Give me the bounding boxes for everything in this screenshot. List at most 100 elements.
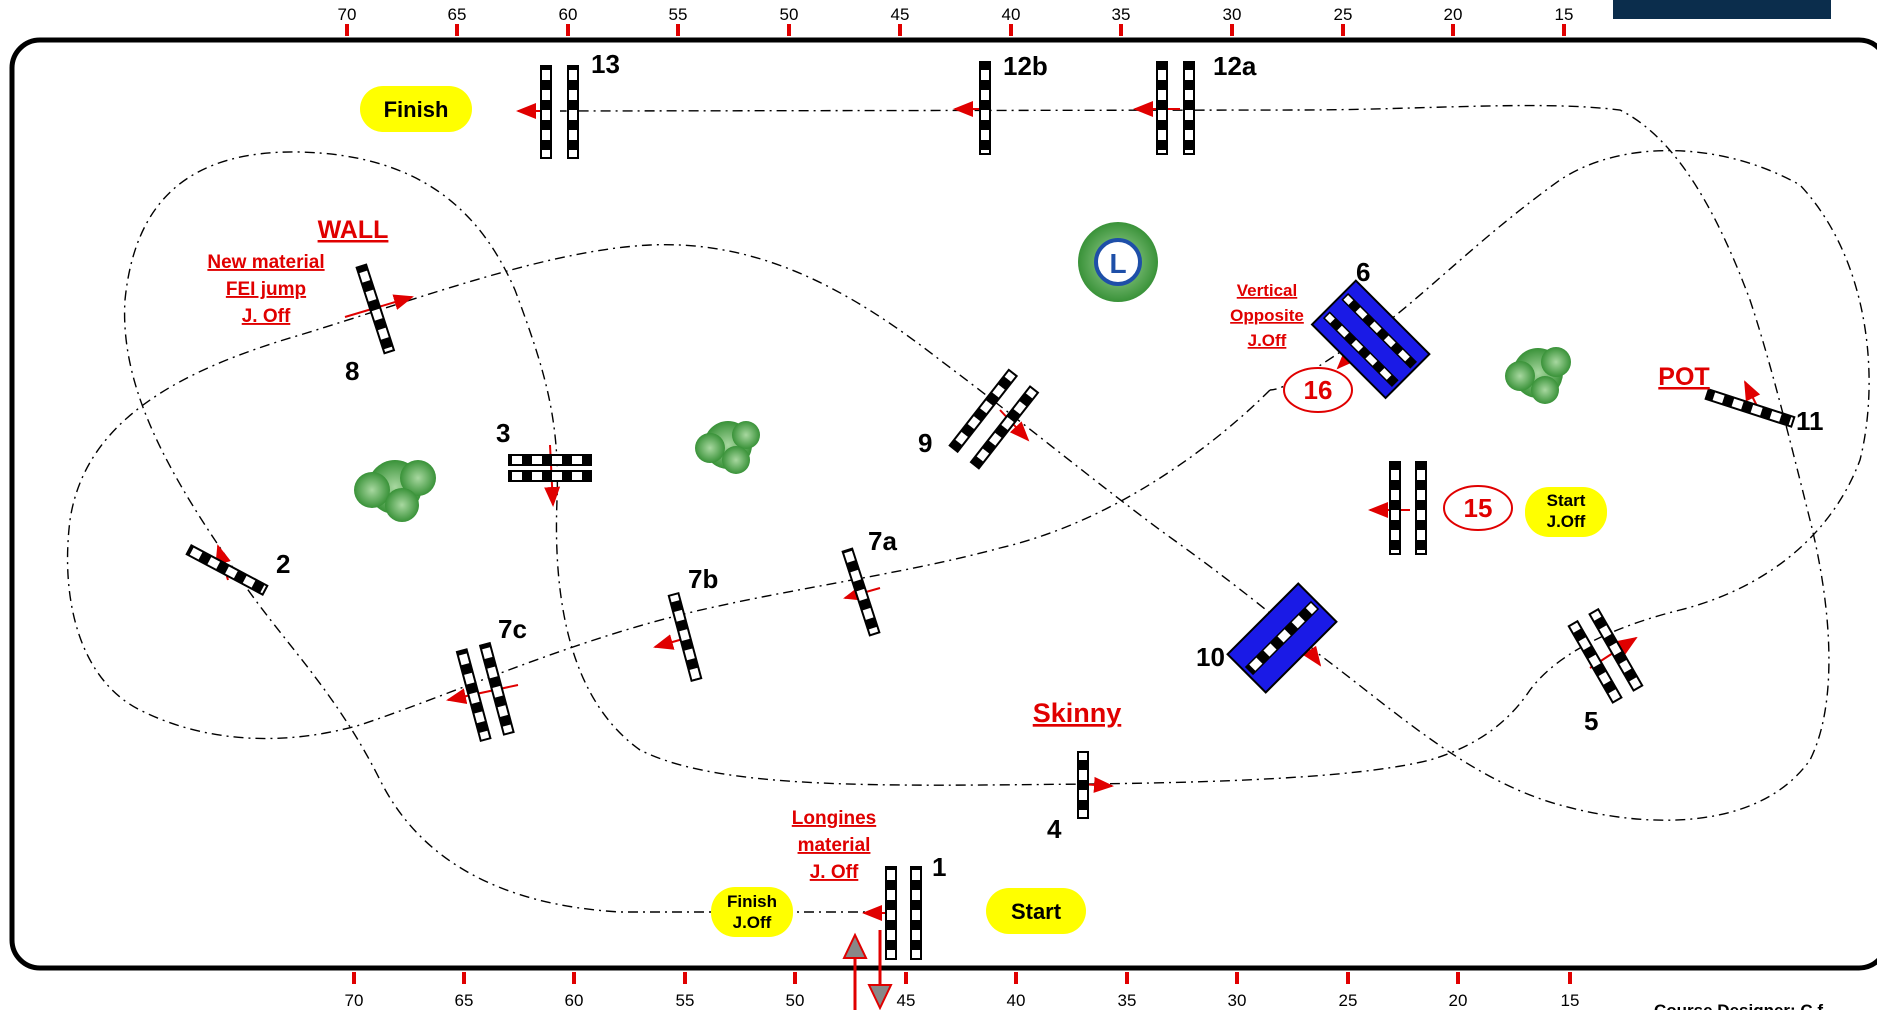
ruler-label: 20: [1449, 991, 1468, 1010]
ruler-mark: 40: [1002, 5, 1021, 36]
bush: [695, 421, 760, 474]
vertical-note: J.Off: [1248, 331, 1287, 350]
fence-number: 5: [1584, 706, 1598, 736]
ruler-label: 25: [1334, 5, 1353, 24]
ruler-label: 50: [786, 991, 805, 1010]
fence-4: [1077, 751, 1089, 819]
finish-joff-label: J.Off: [733, 913, 772, 932]
ruler-mark: 25: [1334, 5, 1353, 36]
longines-note: material: [798, 835, 871, 856]
jump-off-number: 16: [1304, 375, 1333, 405]
finish-label: Finish: [384, 97, 449, 122]
fence-7a: [841, 547, 881, 637]
ruler-mark: 55: [669, 5, 688, 36]
start-label: Start: [1011, 899, 1062, 924]
jump-off-number: 15: [1464, 493, 1493, 523]
ruler-label: 40: [1007, 991, 1026, 1010]
fence-6: [1310, 279, 1431, 400]
ruler-label: 45: [897, 991, 916, 1010]
fence-number: 3: [496, 418, 510, 448]
sponsor-badge: L: [1078, 222, 1158, 302]
fence-3: [508, 454, 592, 482]
fence-5: [1567, 607, 1644, 704]
ruler-label: 40: [1002, 5, 1021, 24]
ruler-mark: 55: [676, 972, 695, 1010]
ruler-mark: 25: [1339, 972, 1357, 1010]
fence-number: 12a: [1213, 51, 1257, 81]
finish-joff-pill: Finish J.Off: [711, 887, 793, 937]
finish-joff-label: Finish: [727, 892, 777, 911]
fence-11: [1704, 388, 1796, 428]
ruler-mark: 50: [780, 5, 798, 36]
bush: [1505, 347, 1571, 404]
fence-2: [185, 544, 269, 596]
ruler-mark: 50: [786, 972, 805, 1010]
vertical-note: Opposite: [1230, 306, 1304, 325]
fence-number: 4: [1047, 814, 1062, 844]
fence-number: 7b: [688, 564, 718, 594]
vertical-note: Vertical: [1237, 281, 1298, 300]
start-joff-label: J.Off: [1547, 512, 1586, 531]
ruler-label: 60: [559, 5, 578, 24]
fence-number: 7a: [868, 526, 897, 556]
ruler-label: 70: [345, 991, 364, 1010]
longines-note: J. Off: [810, 862, 859, 883]
wall-note: WALL: [318, 216, 389, 244]
ruler-mark: 70: [345, 972, 364, 1010]
skinny-note: Skinny: [1033, 698, 1122, 728]
course-track: [66, 104, 1870, 913]
ruler-mark: 60: [565, 972, 584, 1010]
header-banner: [1613, 0, 1831, 19]
new-material-note: FEI jump: [226, 279, 306, 300]
ruler-mark: 15: [1561, 972, 1580, 1010]
ruler-label: 45: [891, 5, 910, 24]
sponsor-letter: L: [1109, 248, 1126, 279]
ruler-mark: 65: [448, 5, 466, 36]
gate-arrows: [842, 930, 893, 1010]
ruler-label: 60: [565, 991, 584, 1010]
fence-number: 1: [932, 852, 946, 882]
fence-7b: [667, 591, 703, 683]
ruler-label: 15: [1555, 5, 1574, 24]
arena-border: [9, 37, 1877, 971]
fence-12b: [979, 61, 991, 155]
fence-number: 13: [591, 49, 620, 79]
ruler-label: 70: [338, 5, 357, 24]
fence-15: [1389, 461, 1427, 555]
ruler-mark: 15: [1555, 5, 1574, 36]
fence-number: 10: [1196, 642, 1225, 672]
ruler-mark: 70: [338, 5, 357, 36]
start-joff-label: Start: [1547, 491, 1586, 510]
fence-7c: [455, 641, 515, 743]
ruler-label: 55: [669, 5, 688, 24]
fence-number: 11: [1796, 406, 1824, 436]
new-material-note: J. Off: [242, 306, 291, 327]
jump-off-16-badge: 16: [1283, 367, 1353, 413]
ruler-mark: 20: [1444, 5, 1463, 36]
fence-number: 8: [345, 356, 359, 386]
fence-8: [355, 263, 396, 355]
new-material-note: New material: [207, 252, 324, 273]
fence-1: 1: [885, 852, 946, 960]
fence-10: [1226, 582, 1338, 694]
ruler-label: 20: [1444, 5, 1463, 24]
ruler-label: 65: [455, 991, 474, 1010]
ruler-mark: 45: [897, 972, 916, 1010]
fence-12a: [1156, 61, 1195, 155]
fence-number: 2: [276, 549, 290, 579]
start-joff-pill: Start J.Off: [1525, 487, 1607, 537]
fence-number: 12b: [1003, 51, 1048, 81]
bottom-ruler: 70 65 60 55 50 45 40 35 30 25 20 15: [345, 972, 1580, 1010]
ruler-label: 30: [1228, 991, 1247, 1010]
fence-number: 7c: [498, 614, 527, 644]
fence-number: 6: [1356, 257, 1370, 287]
ruler-mark: 30: [1223, 5, 1241, 36]
ruler-label: 35: [1118, 991, 1137, 1010]
pot-note: POT: [1658, 363, 1709, 391]
ruler-label: 15: [1561, 991, 1580, 1010]
ruler-mark: 20: [1449, 972, 1468, 1010]
ruler-label: 55: [676, 991, 695, 1010]
start-pill: Start: [986, 888, 1086, 934]
ruler-mark: 35: [1118, 972, 1137, 1010]
